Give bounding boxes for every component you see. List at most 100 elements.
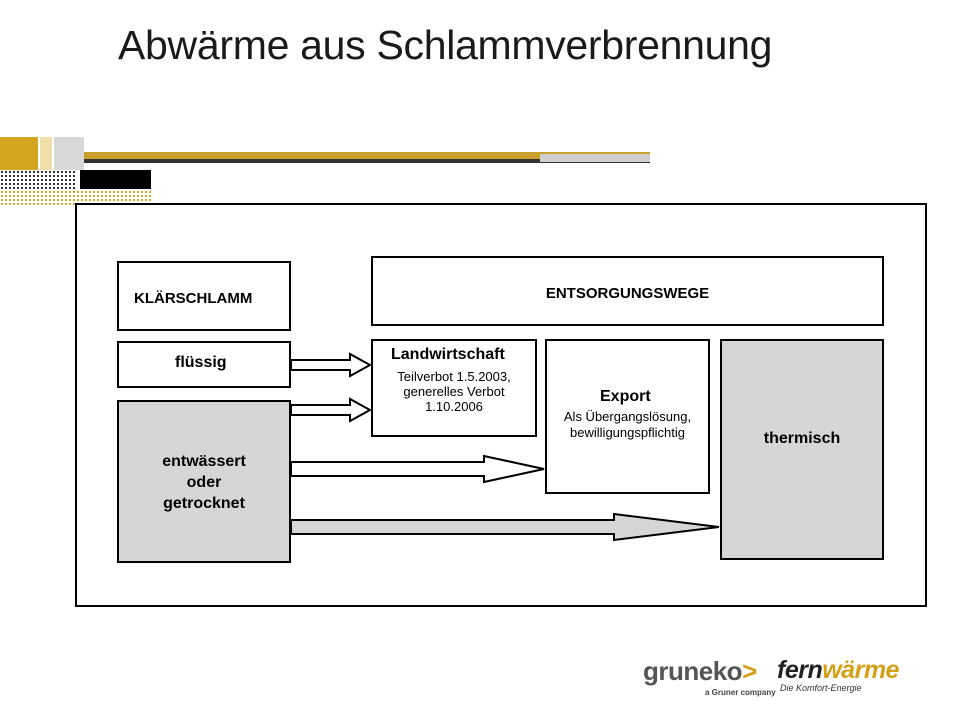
decor-dot — [121, 199, 123, 201]
decor-dot — [37, 195, 39, 197]
decor-dot — [33, 203, 35, 205]
decor-dot — [141, 195, 143, 197]
decor-dot — [49, 191, 51, 193]
decor-dot — [17, 175, 19, 177]
decor-dot — [29, 203, 31, 205]
decor-dot — [61, 191, 63, 193]
decor-dot — [65, 171, 67, 173]
decor-dot — [129, 195, 131, 197]
decor-dot — [17, 183, 19, 185]
decor-dot — [5, 179, 7, 181]
decor-dot — [5, 183, 7, 185]
decor-dot — [113, 199, 115, 201]
decor-dot — [97, 195, 99, 197]
decor-dot — [53, 203, 55, 205]
decor-dot — [1, 191, 3, 193]
landwirtschaft-line: 1.10.2006 — [425, 399, 483, 414]
decor-dot — [33, 179, 35, 181]
decor-dot — [137, 191, 139, 193]
decor-dot — [41, 187, 43, 189]
klaerschlamm-box: KLÄRSCHLAMM — [117, 261, 291, 331]
decor-dot — [29, 183, 31, 185]
decor-dot — [81, 191, 83, 193]
decor-dot — [37, 171, 39, 173]
decor-dot — [49, 187, 51, 189]
decor-dot — [33, 187, 35, 189]
gruneko-symbol: > — [742, 656, 757, 686]
decor-dot — [57, 203, 59, 205]
gruneko-sub: a Gruner company — [705, 688, 776, 697]
decor-dot — [9, 199, 11, 201]
decor-dot — [61, 175, 63, 177]
decor-dot — [65, 195, 67, 197]
decor-dot — [61, 195, 63, 197]
decor-dot — [25, 199, 27, 201]
decor-dot — [41, 171, 43, 173]
decor-dot — [109, 191, 111, 193]
decor-dot — [13, 187, 15, 189]
decor-dot — [65, 175, 67, 177]
decor-dot — [49, 195, 51, 197]
decor-dot — [145, 195, 147, 197]
thermisch-box: thermisch — [720, 339, 884, 560]
fernwaerme-sub: Die Komfort-Energie — [780, 683, 862, 693]
decor-dot — [53, 191, 55, 193]
arrow-entwaessert-export — [290, 454, 545, 484]
decor-dot — [73, 187, 75, 189]
decor-dot — [121, 195, 123, 197]
decor-dot — [5, 199, 7, 201]
decor-dot — [29, 171, 31, 173]
decor-dot — [113, 195, 115, 197]
decor-dot — [21, 195, 23, 197]
decor-dot — [25, 203, 27, 205]
header-decoration — [0, 137, 650, 205]
decor-dot — [21, 199, 23, 201]
decor-dot — [29, 187, 31, 189]
decor-dot — [141, 191, 143, 193]
entwaessert-line: getrocknet — [163, 495, 245, 512]
decor-dot — [85, 195, 87, 197]
decor-dot — [45, 175, 47, 177]
decor-dot — [93, 191, 95, 193]
decor-dot — [17, 187, 19, 189]
entsorgungswege-box: ENTSORGUNGSWEGE — [371, 256, 884, 326]
decor-dot — [125, 191, 127, 193]
decor-dot — [57, 179, 59, 181]
decor-dot — [53, 179, 55, 181]
entwaessert-line: oder — [186, 474, 222, 491]
decor-dot — [89, 191, 91, 193]
entwaessert-label: entwässert oder getrocknet — [119, 451, 289, 514]
decor-dot — [25, 191, 27, 193]
decor-dot — [129, 199, 131, 201]
decor-dot — [45, 191, 47, 193]
decor-dot — [117, 191, 119, 193]
decor-dot — [17, 195, 19, 197]
decor-dot — [41, 175, 43, 177]
decor-dot — [73, 191, 75, 193]
decor-dot — [9, 175, 11, 177]
decor-dot — [5, 203, 7, 205]
export-line: Als Übergangslösung, — [563, 409, 692, 424]
decor-dot — [13, 191, 15, 193]
decor-dot — [53, 171, 55, 173]
decor-dot — [85, 199, 87, 201]
decor-dot — [57, 191, 59, 193]
gruneko-text: gruneko — [643, 656, 743, 686]
landwirtschaft-line: Teilverbot 1.5.2003, — [397, 369, 511, 384]
landwirtschaft-heading: Landwirtschaft — [391, 346, 505, 363]
decor-dot — [29, 195, 31, 197]
decor-dot — [53, 195, 55, 197]
export-text: Als Übergangslösung, bewilligungspflicht… — [547, 409, 708, 441]
export-heading: Export — [600, 388, 651, 405]
decor-dot — [109, 199, 111, 201]
decor-dot — [53, 187, 55, 189]
decor-dot — [69, 191, 71, 193]
decor-dot — [105, 191, 107, 193]
decor-dot — [25, 175, 27, 177]
decor-dot — [1, 179, 3, 181]
decor-dot — [13, 175, 15, 177]
decor-dot — [89, 195, 91, 197]
decor-dot — [101, 199, 103, 201]
decor-dot — [37, 199, 39, 201]
